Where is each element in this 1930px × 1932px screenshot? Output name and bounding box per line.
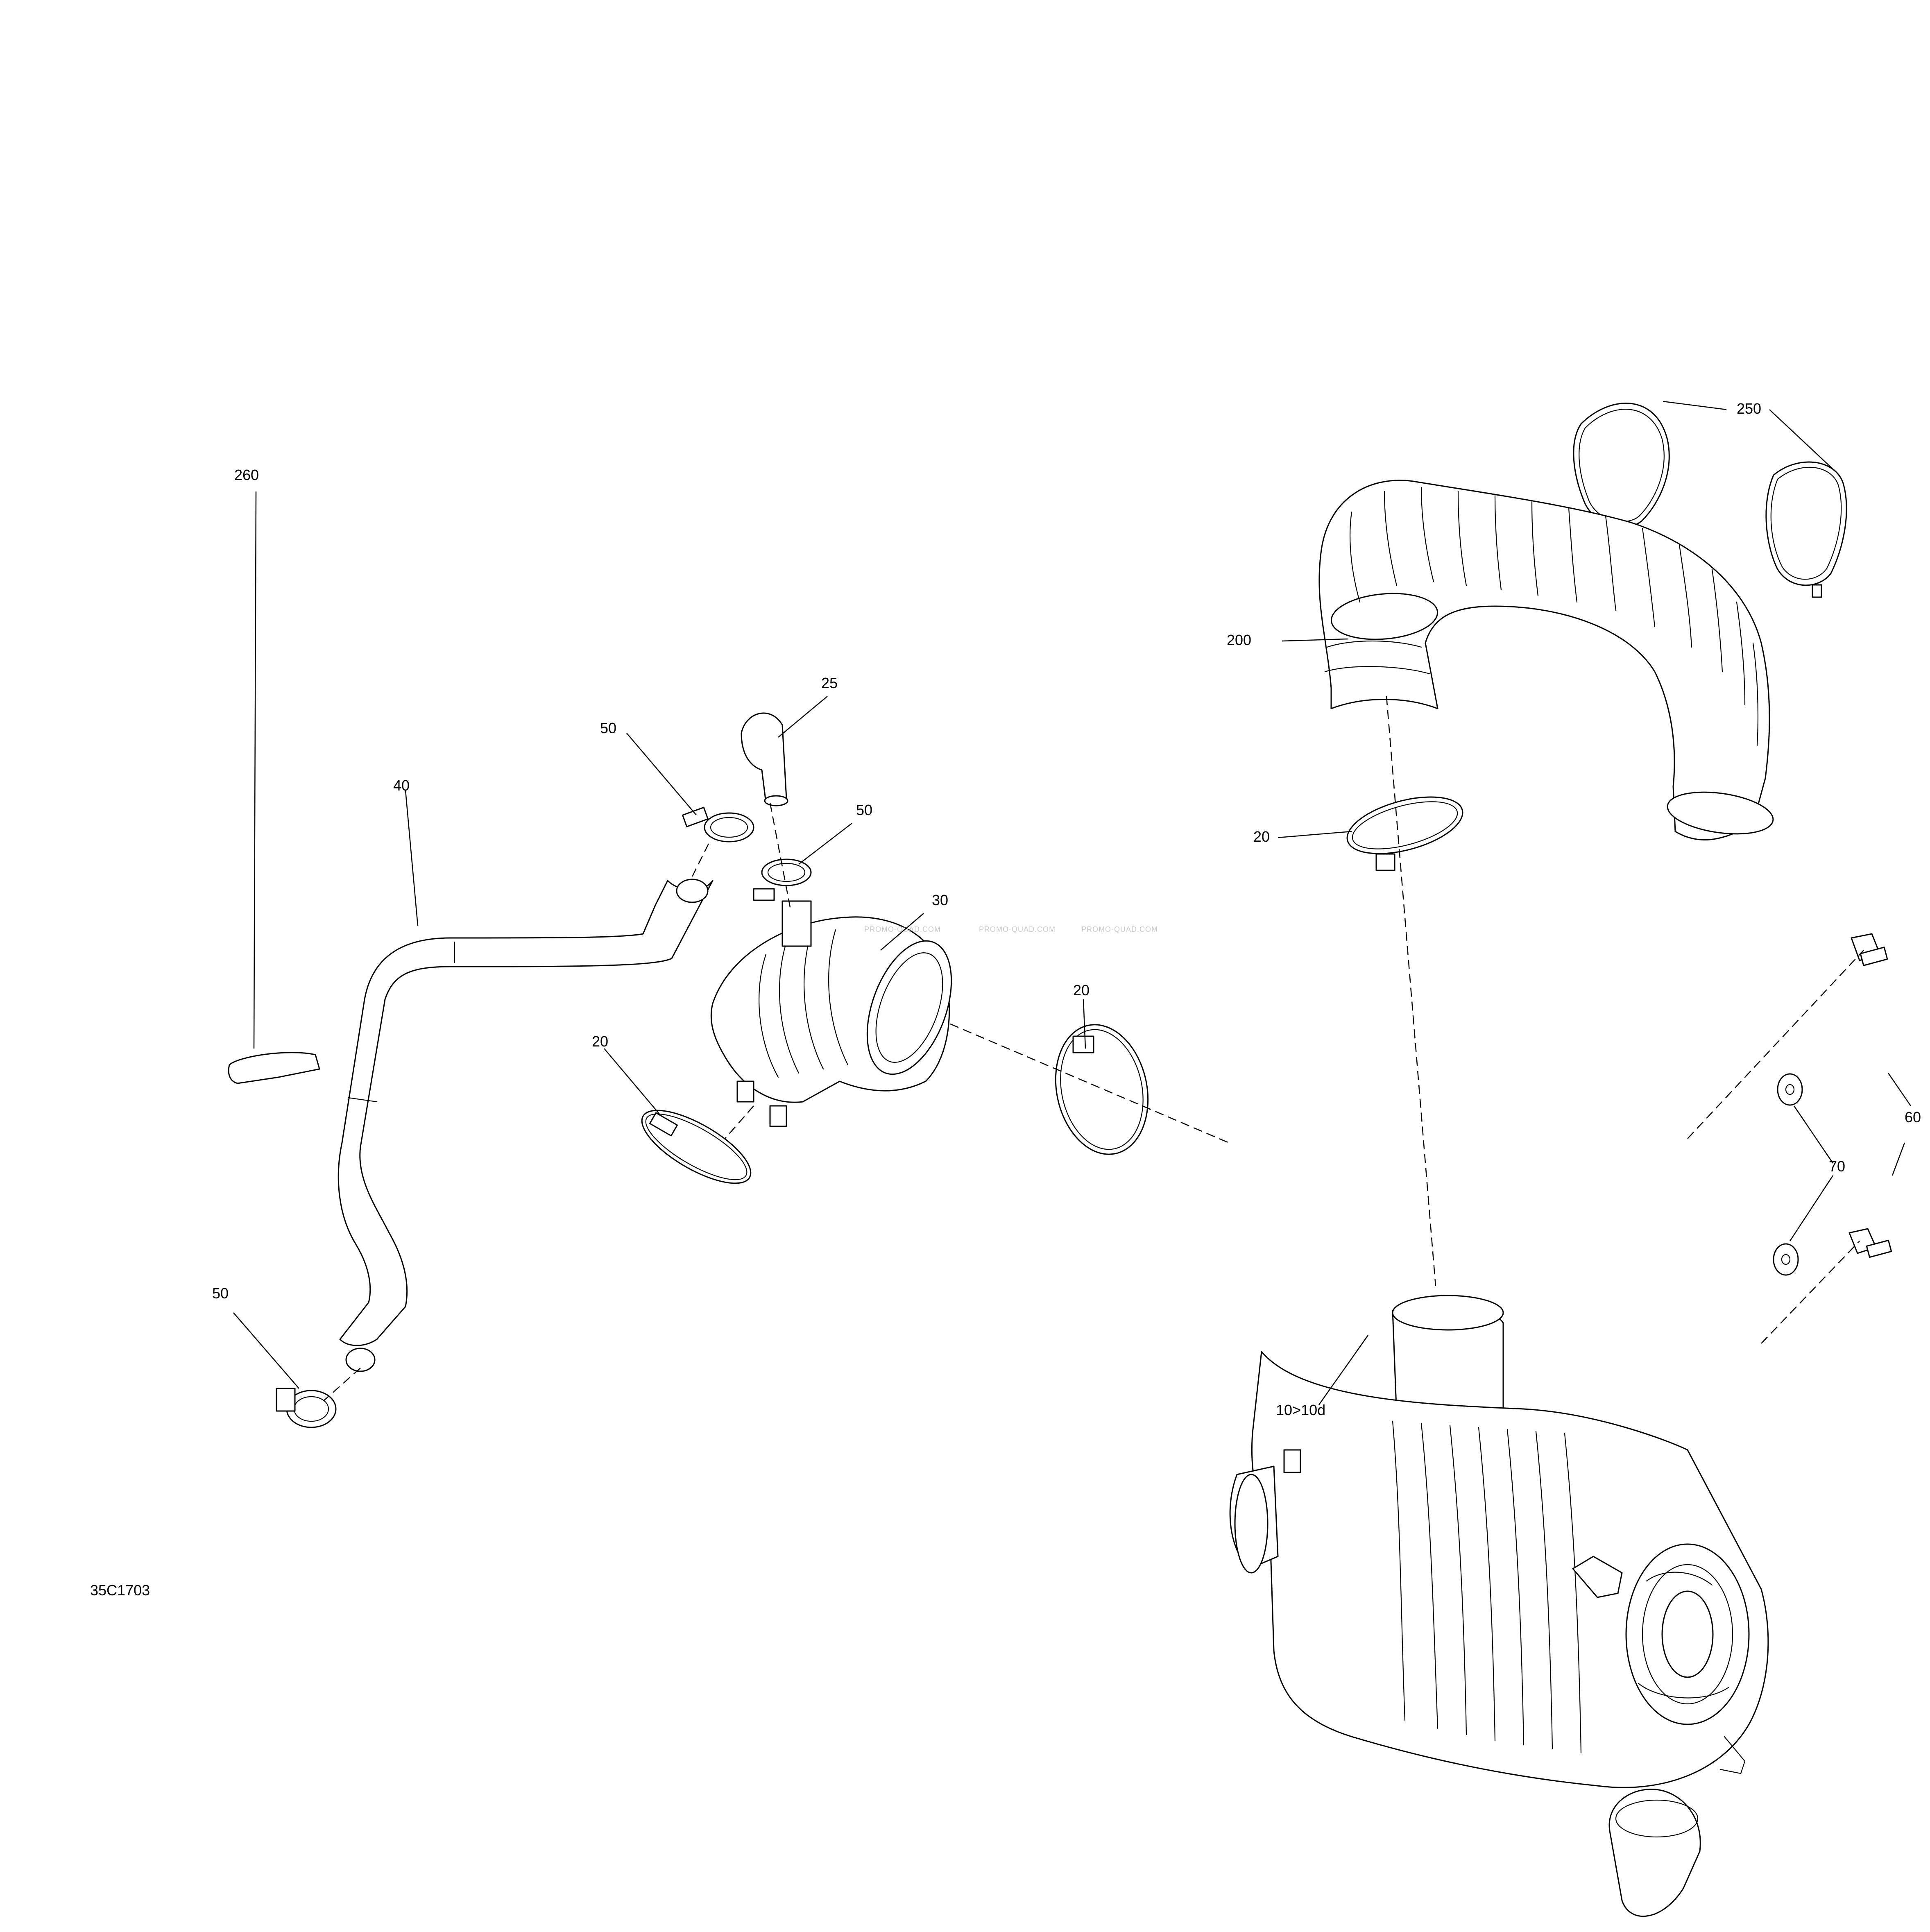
callout-20-center: 20 — [1073, 982, 1090, 999]
hose-clamp-50-top — [682, 806, 754, 843]
callout-30: 30 — [932, 892, 948, 908]
bolt-60-top — [1851, 933, 1888, 966]
callout-70: 70 — [1829, 1158, 1845, 1175]
callout-200: 200 — [1227, 632, 1251, 648]
callout-20-right: 20 — [1253, 828, 1270, 845]
callout-60: 60 — [1905, 1109, 1921, 1126]
elbow-fitting-25 — [741, 712, 788, 806]
callout-50-top: 50 — [600, 720, 616, 736]
leader-lines — [233, 401, 1912, 1405]
band-clamp-20-center — [1055, 1024, 1149, 1155]
watermark-3: PROMO-QUAD.COM — [1081, 925, 1158, 933]
washer-70-bottom — [1773, 1243, 1799, 1276]
callout-20-left: 20 — [592, 1033, 608, 1050]
watermark-1: PROMO-QUAD.COM — [864, 925, 941, 933]
callout-260: 260 — [234, 467, 259, 483]
callout-50-bottom: 50 — [212, 1285, 229, 1302]
callout-25: 25 — [821, 675, 838, 691]
band-clamp-20-left — [641, 1110, 752, 1184]
band-clamp-20-right — [1346, 796, 1463, 871]
diagram-code: 35C1703 — [90, 1582, 150, 1599]
clamp-ring-250-right — [1765, 461, 1847, 598]
assembly-lines — [323, 696, 1864, 1401]
hose-clamp-50-bottom — [276, 1388, 337, 1428]
intake-duct-200 — [1318, 480, 1774, 840]
washer-70-top — [1777, 1073, 1803, 1106]
watermark-2: PROMO-QUAD.COM — [979, 925, 1056, 933]
callout-50-mid: 50 — [856, 802, 872, 818]
callout-10: 10>10d — [1276, 1402, 1325, 1418]
bolt-60-bottom — [1848, 1228, 1892, 1258]
airbox-10 — [1229, 1295, 1769, 1917]
callout-40: 40 — [393, 777, 410, 794]
adapter-boot-30: PROMO-QUAD.COM PROMO-QUAD.COM PROMO-QUAD… — [710, 900, 1158, 1127]
hose-40 — [338, 879, 714, 1372]
retainer-clip-260 — [228, 1052, 320, 1084]
callout-250: 250 — [1737, 400, 1761, 417]
